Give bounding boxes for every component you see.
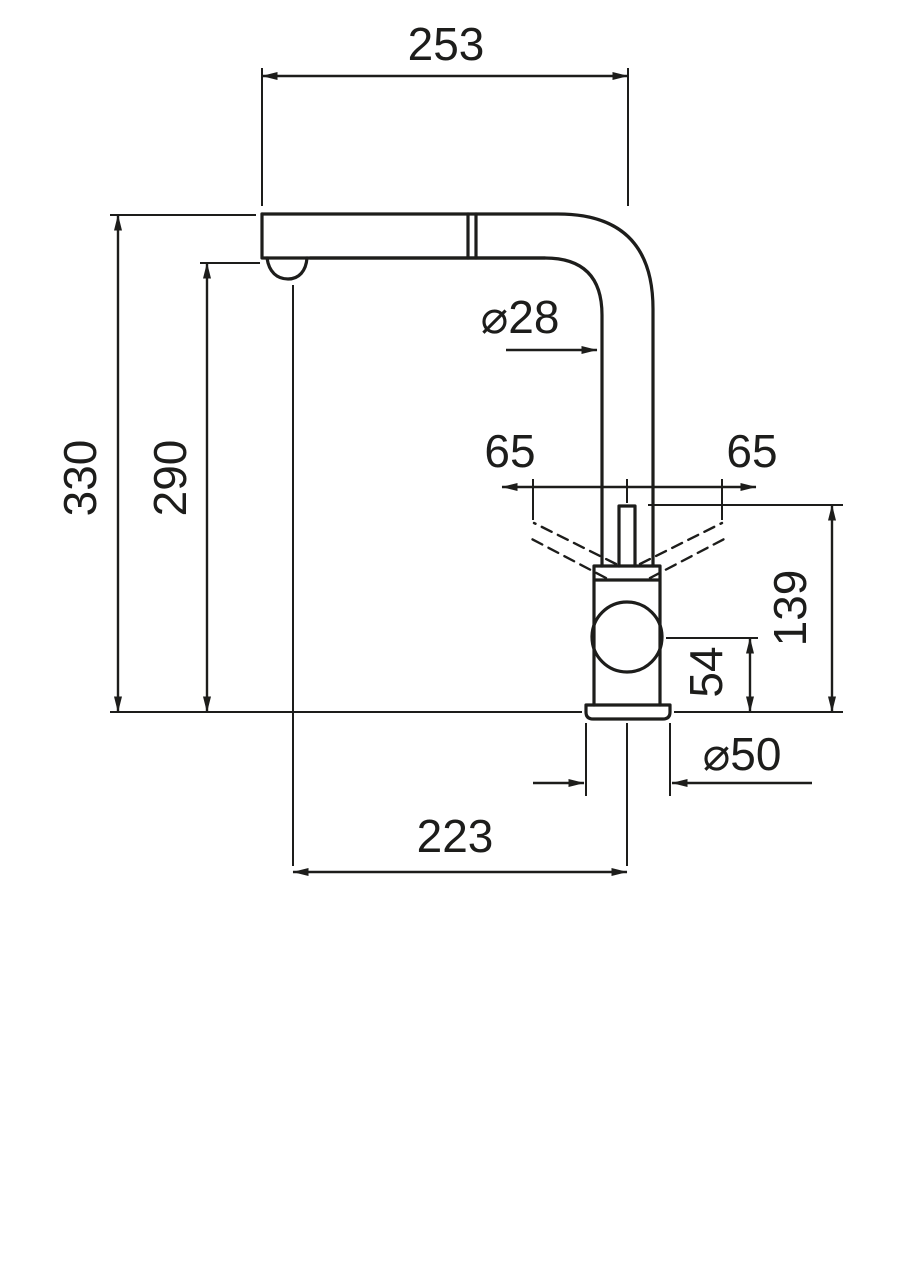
dimension-lever-top-height: 139 (648, 504, 843, 713)
extension-lines-d50 (585, 723, 671, 796)
extension-lines-253 (261, 68, 629, 206)
dimension-body-height: 54 (666, 637, 758, 713)
spout-end-cap (260, 212, 547, 260)
dim-label-overall-height: 330 (54, 440, 106, 517)
dim-label-body-height: 54 (680, 646, 732, 697)
mixer-body (592, 564, 662, 707)
dim-label-outlet-to-axis: 223 (417, 810, 494, 862)
dim-label-lever-top-height: 139 (764, 570, 816, 647)
dimension-tube-diameter: ⌀28 (481, 291, 598, 354)
dim-label-base-diameter: ⌀50 (703, 728, 782, 780)
dim-label-tube-diameter: ⌀28 (481, 291, 560, 343)
dim-label-outlet-height: 290 (144, 440, 196, 517)
dimension-spout-reach: 253 (261, 18, 629, 206)
extension-lines-330 (110, 214, 582, 713)
dim-label-lever-swing-right: 65 (726, 425, 777, 477)
dimension-overall-height: 330 (54, 214, 582, 713)
aerator-outline (265, 256, 309, 281)
dim-label-spout-reach: 253 (408, 18, 485, 70)
extension-lines-223 (292, 285, 628, 866)
faucet-outer-contour (260, 212, 655, 568)
faucet-outline (260, 212, 730, 721)
lever-swing-right-dashed (638, 521, 730, 580)
base-flange (584, 703, 672, 721)
dim-label-lever-swing-left: 65 (484, 425, 535, 477)
dimension-base-diameter: ⌀50 (533, 723, 812, 796)
lever-handle (617, 504, 637, 568)
dimension-outlet-to-axis: 223 (292, 285, 628, 876)
body-joint-circle (590, 600, 664, 674)
faucet-inner-contour (308, 256, 604, 568)
dimension-lever-swing: 65 65 (484, 425, 778, 520)
dimension-outlet-height: 290 (144, 262, 260, 713)
extension-lines-65 (532, 479, 723, 520)
extension-lines-139 (648, 504, 843, 713)
spray-head-junction (466, 212, 478, 260)
lever-swing-left-dashed (526, 521, 618, 580)
